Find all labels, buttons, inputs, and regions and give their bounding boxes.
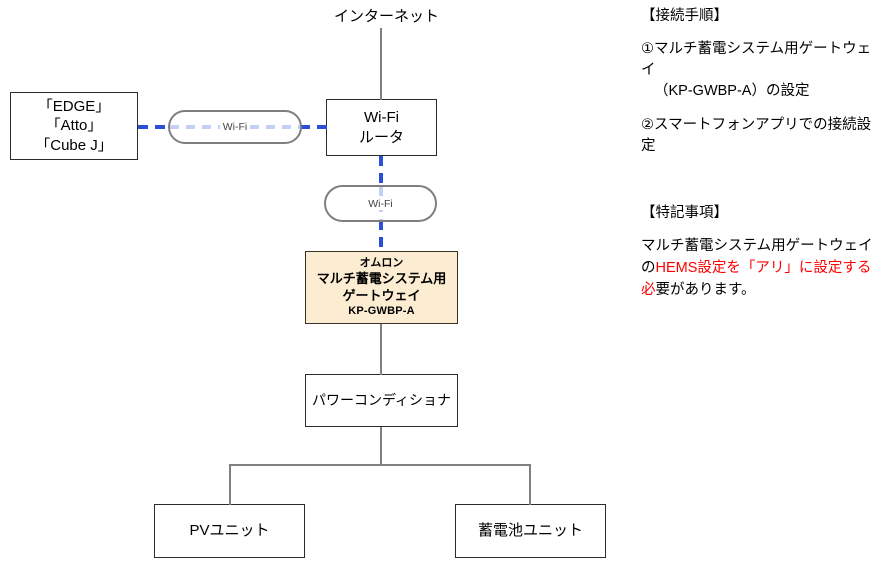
- node-line: 「EDGE」: [37, 98, 111, 116]
- node-line: ゲートウェイ: [342, 287, 421, 303]
- special-body-highlight: HEMS設定を「アリ」に設定する必: [641, 259, 872, 298]
- wire-pcs-to-branch: [380, 427, 382, 465]
- special-notes-section: 【特記事項】 マルチ蓄電システム用ゲートウェイのHEMS設定を「アリ」に設定する…: [641, 201, 879, 301]
- special-body-after: 要があります。: [655, 281, 756, 298]
- wire-internet-to-router: [380, 28, 382, 100]
- node-model-number: KP-GWBP-A: [348, 305, 415, 318]
- wire-branch-bus: [229, 464, 531, 466]
- node-line: 蓄電池ユニット: [477, 522, 583, 540]
- node-omron-gateway[interactable]: オムロン マルチ蓄電システム用 ゲートウェイ KP-GWBP-A: [305, 251, 458, 324]
- wireless-link-badge-to-router: [300, 125, 328, 129]
- node-power-conditioner[interactable]: パワーコンディショナ: [305, 374, 458, 427]
- notes-panel: 【接続手順】 ①マルチ蓄電システム用ゲートウェイ （KP-GWBP-A）の設定 …: [641, 4, 879, 301]
- wifi-badge-label: Wi-Fi: [219, 121, 251, 133]
- wire-branch-to-pv: [229, 464, 231, 505]
- node-edge-devices[interactable]: 「EDGE」 「Atto」 「Cube J」: [10, 92, 138, 160]
- special-body-before: マルチ蓄電システム用ゲートウェイの: [641, 238, 873, 276]
- wireless-link-router-to-badge: [379, 156, 383, 187]
- node-line: Wi-Fi: [364, 109, 399, 127]
- node-pv-unit[interactable]: PVユニット: [154, 504, 305, 558]
- wire-gateway-to-pcs: [380, 324, 382, 375]
- wireless-link-device-to-badge: [138, 125, 170, 129]
- special-heading: 【特記事項】: [641, 205, 728, 222]
- procedure-item-1-cont: （KP-GWBP-A）の設定: [654, 83, 810, 100]
- node-line: 「Atto」: [45, 117, 103, 135]
- node-wifi-router[interactable]: Wi-Fi ルータ: [326, 99, 437, 156]
- node-line: パワーコンディショナ: [311, 391, 452, 408]
- node-line: マルチ蓄電システム用: [316, 270, 447, 286]
- wifi-badge-label: Wi-Fi: [365, 197, 396, 210]
- node-line: ルータ: [358, 128, 404, 146]
- procedure-item-2-main: ②スマートフォンアプリでの接続設定: [641, 117, 872, 155]
- special-body: マルチ蓄電システム用ゲートウェイのHEMS設定を「アリ」に設定する必要があります…: [641, 236, 879, 301]
- node-line: 「Cube J」: [35, 136, 113, 154]
- wireless-link-badge-to-gateway: [379, 220, 383, 253]
- procedure-item-2: ②スマートフォンアプリでの接続設定: [641, 115, 879, 157]
- node-battery-unit[interactable]: 蓄電池ユニット: [455, 504, 606, 558]
- wire-branch-to-battery: [529, 464, 531, 505]
- wifi-badge-vertical: Wi-Fi: [324, 185, 437, 222]
- wifi-badge-horizontal: Wi-Fi: [168, 110, 302, 144]
- procedure-heading: 【接続手順】: [641, 8, 728, 24]
- node-line: オムロン: [359, 257, 404, 270]
- internet-label: インターネット: [334, 8, 440, 25]
- procedure-item-1-main: ①マルチ蓄電システム用ゲートウェイ: [641, 41, 872, 79]
- node-line: PVユニット: [189, 522, 270, 540]
- procedure-item-1: ①マルチ蓄電システム用ゲートウェイ （KP-GWBP-A）の設定: [641, 39, 879, 102]
